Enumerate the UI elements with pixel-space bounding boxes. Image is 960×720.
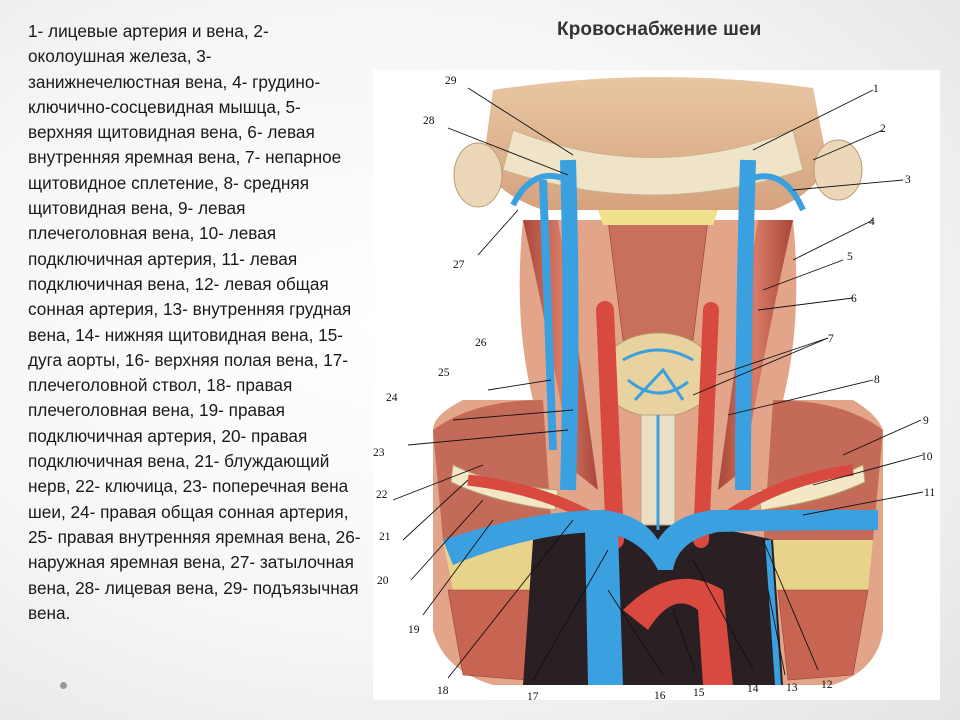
- infrahyoid-muscles: [607, 219, 709, 341]
- left-internal-jugular-vein: [735, 159, 756, 491]
- label-13: 13: [786, 682, 798, 694]
- label-17: 17: [527, 691, 539, 700]
- left-chest-muscle: [777, 589, 869, 681]
- label-27: 27: [453, 259, 465, 271]
- label-3: 3: [905, 174, 911, 186]
- mandible-bone: [502, 129, 804, 196]
- right-shoulder-muscle: [433, 400, 553, 550]
- label-20: 20: [377, 575, 389, 587]
- label-21: 21: [379, 531, 391, 543]
- aortic-arch: [623, 578, 733, 685]
- label-7: 7: [828, 333, 834, 345]
- label-1: 1: [873, 83, 879, 95]
- label-2: 2: [880, 123, 886, 135]
- hyoid-bone: [598, 210, 718, 225]
- superior-vena-cava: [585, 530, 623, 685]
- leader-lines: [392, 87, 924, 681]
- brachiocephalic-veins: [443, 510, 878, 570]
- label-5: 5: [847, 251, 853, 263]
- left-common-carotid-artery: [693, 302, 719, 548]
- bullet-dot: [60, 682, 67, 689]
- label-11: 11: [924, 487, 935, 499]
- neck-blood-supply-illustration: 1 2 3 4 5 6 7 8 9 10 11 12 13 14 15 16 1…: [373, 70, 940, 700]
- label-25: 25: [438, 367, 450, 379]
- label-14: 14: [747, 683, 759, 695]
- label-26: 26: [475, 337, 487, 349]
- right-common-carotid-artery: [596, 301, 624, 549]
- label-8: 8: [874, 374, 880, 386]
- label-16: 16: [654, 690, 666, 700]
- right-external-jugular-vein: [539, 179, 557, 451]
- legend-text: 1- лицевые артерия и вена, 2- околоушная…: [28, 21, 361, 623]
- internal-thoracic-vein: [765, 539, 781, 686]
- right-scm-muscle: [523, 220, 598, 490]
- left-facial-vein-branch: [746, 173, 806, 212]
- label-28: 28: [423, 115, 435, 127]
- left-clavicle-fat: [768, 540, 873, 590]
- label-22: 22: [376, 489, 388, 501]
- label-19: 19: [408, 624, 420, 636]
- label-6: 6: [851, 293, 857, 305]
- anatomy-svg: 1 2 3 4 5 6 7 8 9 10 11 12 13 14 15 16 1…: [373, 75, 935, 700]
- label-9: 9: [923, 415, 929, 427]
- label-18: 18: [437, 685, 449, 697]
- right-ear: [453, 142, 503, 208]
- slide-title: Кровоснабжение шеи: [557, 19, 762, 40]
- right-internal-jugular-vein: [560, 159, 579, 491]
- label-12: 12: [821, 679, 833, 691]
- thyroid-venous-plexus: [622, 348, 694, 530]
- facial-vein-branch: [510, 173, 570, 207]
- label-15: 15: [693, 687, 705, 699]
- label-23: 23: [373, 447, 385, 459]
- label-29: 29: [445, 75, 457, 87]
- label-4: 4: [869, 216, 875, 228]
- label-24: 24: [386, 392, 398, 404]
- label-10: 10: [921, 451, 933, 463]
